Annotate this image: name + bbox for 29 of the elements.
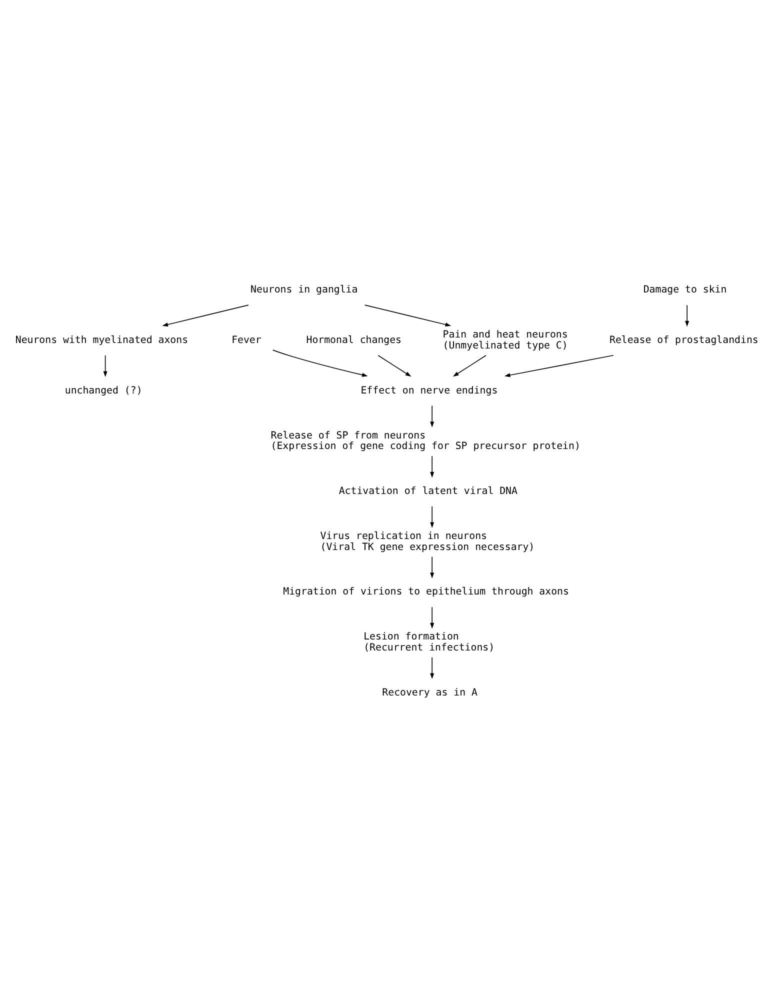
arrow (685, 304, 690, 327)
arrow (364, 304, 452, 327)
arrow (378, 354, 412, 377)
node-text: Damage to skin (643, 284, 727, 296)
arrow (430, 405, 434, 428)
node-text: Pain and heat neurons (Unmyelinated type C) (442, 330, 568, 352)
node-text: Neurons with myelinated axons (15, 335, 188, 346)
node-text: Hormonal changes (306, 335, 402, 346)
node-text: unchanged (?) (64, 385, 142, 396)
arrow (430, 506, 434, 528)
arrow (452, 354, 486, 377)
node-text: Migration of virions to epithelium through axons (283, 586, 569, 598)
arrow (430, 556, 434, 578)
arrow (162, 304, 249, 327)
node-text: Activation of latent viral DNA (338, 486, 518, 498)
arrow (430, 657, 434, 680)
arrow (430, 456, 434, 478)
node-text: Virus replication in neurons (Viral TK gene expression necessary) (320, 531, 535, 553)
arrow (272, 350, 368, 377)
node-text: Fever (232, 335, 262, 346)
node-text: Effect on nerve endings (360, 385, 498, 396)
arrow (103, 354, 108, 378)
node-text: Neurons in ganglia (250, 284, 358, 296)
arrow (504, 354, 614, 378)
arrow (430, 606, 434, 629)
node-text: Recovery as in A (382, 687, 478, 698)
node-text: Release of prostaglandins (610, 335, 758, 346)
node-text: Lesion formation (Recurrent infections) (364, 632, 495, 654)
node-text: Release of SP from neurons (Expression of gene coding for SP precursor protein) (270, 430, 580, 452)
